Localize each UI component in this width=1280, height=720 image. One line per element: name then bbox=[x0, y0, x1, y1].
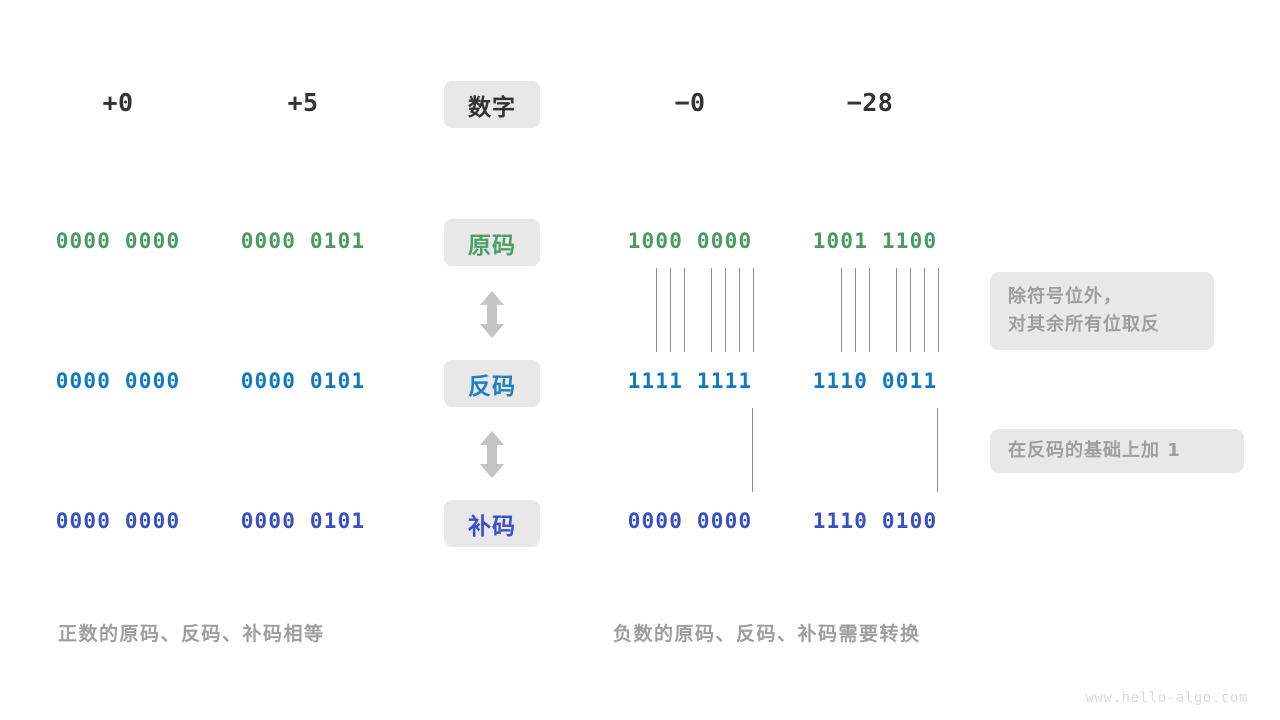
row-twos-complement-plus-five: 0000 0101 bbox=[240, 509, 366, 533]
row-true-form-plus-five: 0000 0101 bbox=[240, 229, 366, 253]
row-ones-complement-minus-zero: 1111 1111 bbox=[627, 369, 753, 393]
row-twos-complement-minus-28: 1110 0100 bbox=[812, 509, 938, 533]
note-invert-line-1: 除符号位外， bbox=[1008, 286, 1122, 307]
header-minus-zero: −0 bbox=[674, 88, 706, 117]
row-badge-true-form: 原码 bbox=[444, 219, 540, 266]
invert-ticks-minus-zero bbox=[615, 268, 765, 352]
invert-ticks-minus-28 bbox=[795, 268, 955, 352]
row-ones-complement-plus-five: 0000 0101 bbox=[240, 369, 366, 393]
row-twos-complement-plus-zero: 0000 0000 bbox=[55, 509, 181, 533]
plus-one-tick-minus-zero bbox=[615, 408, 765, 492]
note-invert-line-2: 对其余所有位取反 bbox=[1008, 314, 1160, 335]
row-badge-twos-complement: 补码 bbox=[444, 500, 540, 547]
row-true-form-plus-zero: 0000 0000 bbox=[55, 229, 181, 253]
header-badge-number: 数字 bbox=[444, 81, 540, 128]
header-plus-zero: +0 bbox=[102, 88, 134, 117]
caption-positive: 正数的原码、反码、补码相等 bbox=[58, 623, 325, 645]
plus-one-tick-minus-28 bbox=[795, 408, 955, 492]
note-add-one-line-1: 在反码的基础上加 1 bbox=[1008, 440, 1181, 461]
note-add-one: 在反码的基础上加 1 bbox=[990, 429, 1244, 473]
header-plus-five: +5 bbox=[287, 88, 319, 117]
header-minus-28: −28 bbox=[846, 88, 894, 117]
row-badge-ones-complement: 反码 bbox=[444, 360, 540, 407]
row-ones-complement-plus-zero: 0000 0000 bbox=[55, 369, 181, 393]
row-twos-complement-minus-zero: 0000 0000 bbox=[627, 509, 753, 533]
arrow-ones-to-twos-icon bbox=[477, 431, 507, 482]
row-ones-complement-minus-28: 1110 0011 bbox=[812, 369, 938, 393]
site-watermark: www.hello-algo.com bbox=[1085, 690, 1248, 706]
row-true-form-minus-28: 1001 1100 bbox=[812, 229, 938, 253]
note-invert-except-sign: 除符号位外， 对其余所有位取反 bbox=[990, 272, 1214, 350]
caption-negative: 负数的原码、反码、补码需要转换 bbox=[613, 623, 921, 645]
arrow-true-to-ones-icon bbox=[477, 291, 507, 342]
row-true-form-minus-zero: 1000 0000 bbox=[627, 229, 753, 253]
